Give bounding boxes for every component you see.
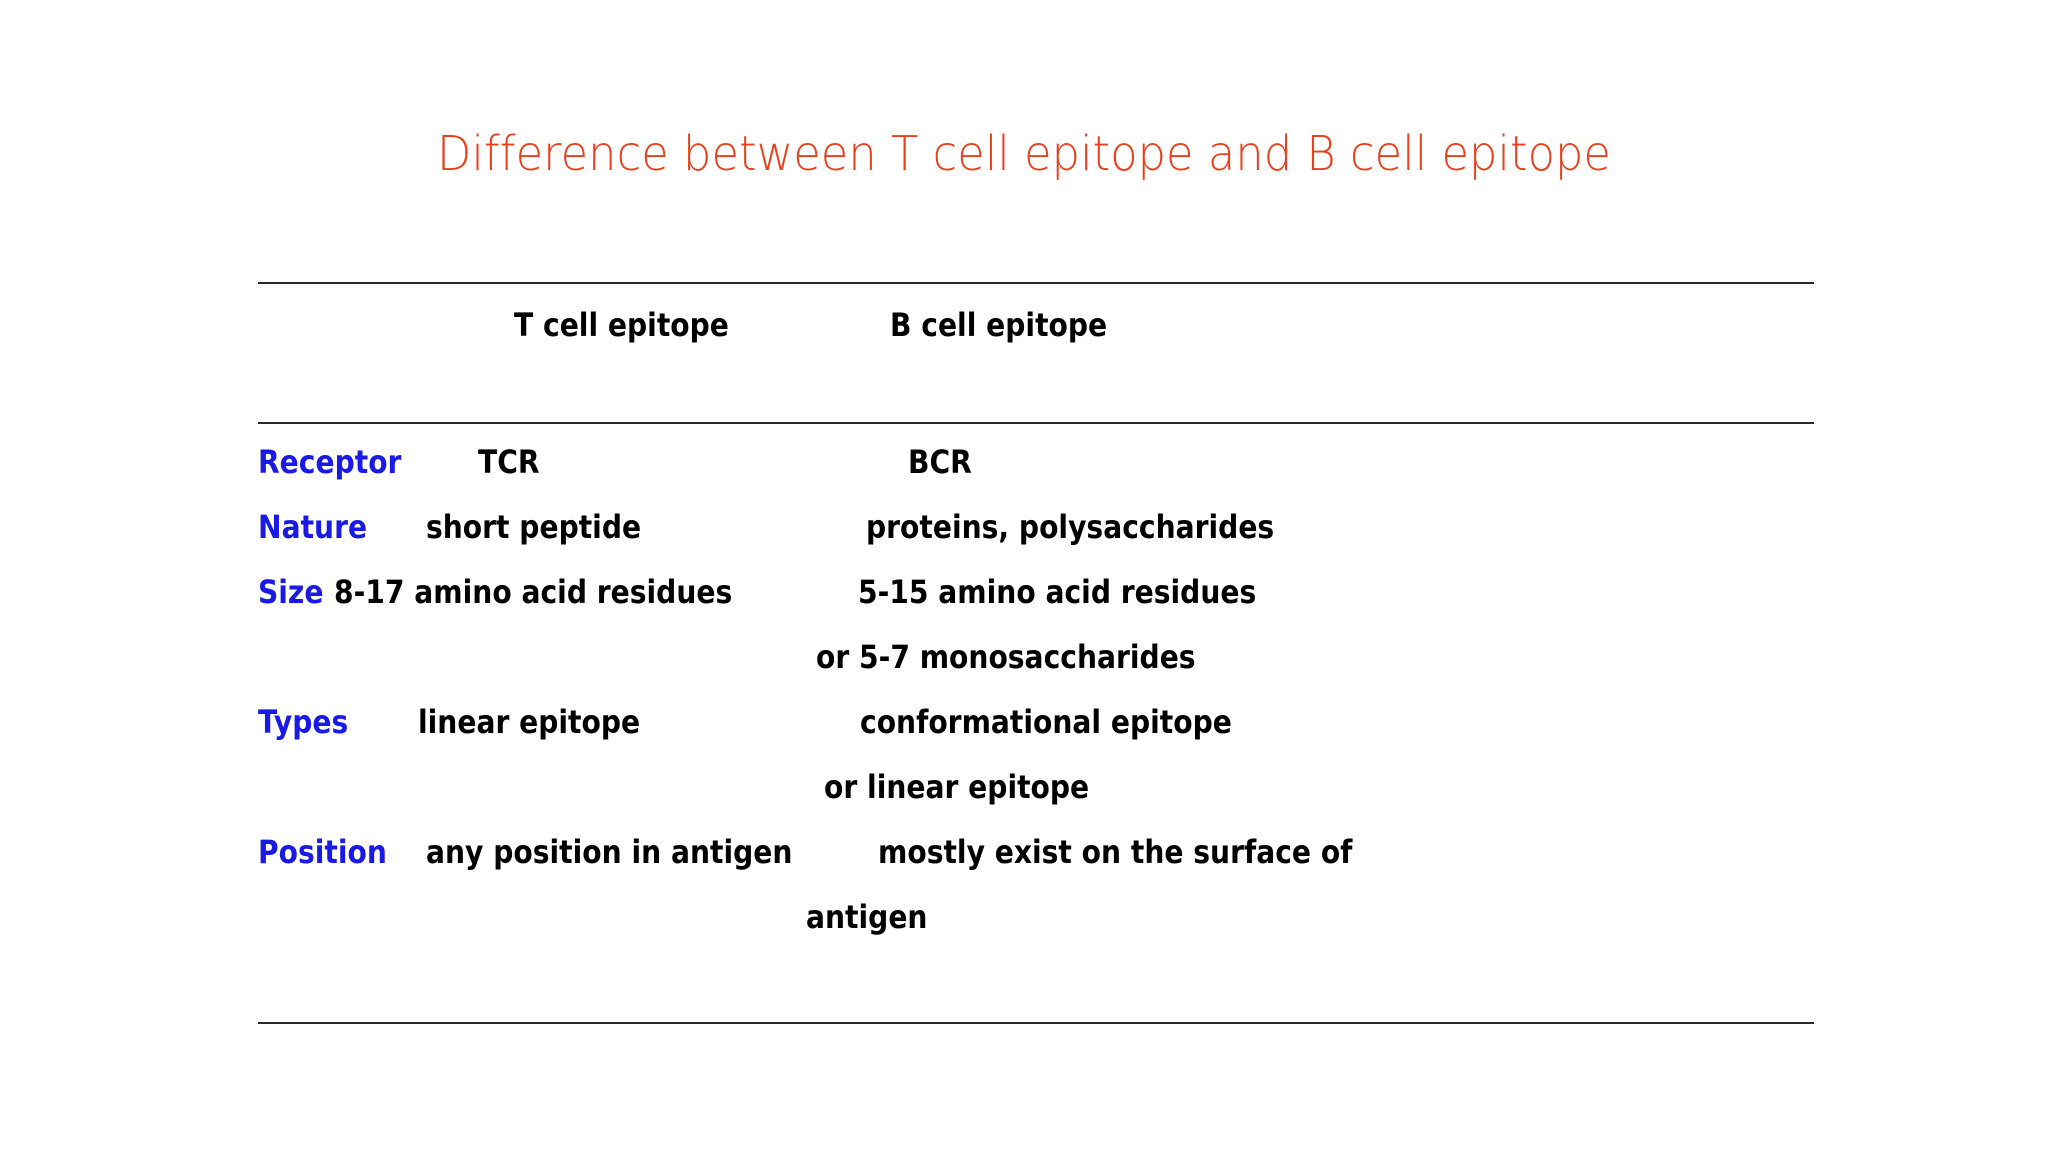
cell-size-b-cell-extra: or 5-7 monosaccharides xyxy=(816,638,1196,676)
table-header-row: T cell epitope B cell epitope xyxy=(258,306,1814,368)
table-row-continuation: or linear epitope xyxy=(258,765,1814,830)
cell-types-b-cell-extra: or linear epitope xyxy=(824,768,1090,806)
table-header-rule xyxy=(258,422,1814,424)
cell-position-b-cell-extra: antigen xyxy=(806,898,928,936)
table-row-continuation: antigen xyxy=(258,895,1814,960)
row-label-nature: Nature xyxy=(258,508,368,546)
row-label-position: Position xyxy=(258,833,387,871)
page-title: Difference between T cell epitope and B … xyxy=(437,126,1611,182)
cell-nature-t-cell: short peptide xyxy=(426,508,642,546)
column-header-t-cell-epitope: T cell epitope xyxy=(514,306,729,344)
cell-nature-b-cell: proteins, polysaccharides xyxy=(866,508,1275,546)
row-label-types: Types xyxy=(258,703,349,741)
row-label-size: Size xyxy=(258,573,324,611)
row-label-receptor: Receptor xyxy=(258,443,402,481)
table-top-rule xyxy=(258,282,1814,284)
table-row: Position any position in antigen mostly … xyxy=(258,830,1814,895)
cell-position-b-cell: mostly exist on the surface of xyxy=(878,833,1353,871)
column-header-b-cell-epitope: B cell epitope xyxy=(890,306,1108,344)
table-row: Receptor TCR BCR xyxy=(258,440,1814,505)
cell-position-t-cell: any position in antigen xyxy=(426,833,793,871)
cell-types-t-cell: linear epitope xyxy=(418,703,641,741)
cell-size-t-cell: 8-17 amino acid residues xyxy=(334,573,733,611)
table-row-continuation: or 5-7 monosaccharides xyxy=(258,635,1814,700)
cell-receptor-t-cell: TCR xyxy=(478,443,540,481)
table-row: Size 8-17 amino acid residues 5-15 amino… xyxy=(258,570,1814,635)
cell-types-b-cell: conformational epitope xyxy=(860,703,1232,741)
table-body: Receptor TCR BCR Nature short peptide pr… xyxy=(258,440,1814,960)
table-bottom-rule xyxy=(258,1022,1814,1024)
cell-size-b-cell: 5-15 amino acid residues xyxy=(858,573,1257,611)
cell-receptor-b-cell: BCR xyxy=(908,443,972,481)
table-row: Types linear epitope conformational epit… xyxy=(258,700,1814,765)
table-row: Nature short peptide proteins, polysacch… xyxy=(258,505,1814,570)
